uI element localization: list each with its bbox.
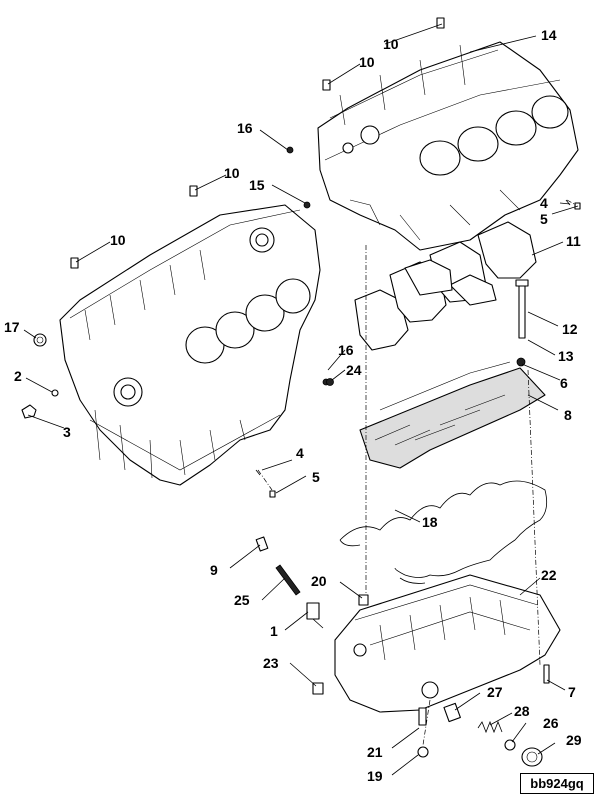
main-block-cylinder-bores bbox=[185, 278, 311, 364]
callout-25: 25 bbox=[234, 592, 250, 608]
leader-lines bbox=[23, 23, 579, 776]
callout-14: 14 bbox=[541, 27, 557, 43]
callout-22: 22 bbox=[541, 567, 557, 583]
callout-16-lower: 16 bbox=[338, 342, 354, 358]
callout-4-upper: 4 bbox=[540, 195, 548, 211]
callout-numbers: 10 10 14 16 10 15 4 5 10 11 17 12 16 13 … bbox=[4, 27, 582, 784]
main-cylinder-block bbox=[59, 204, 321, 486]
callout-29: 29 bbox=[566, 732, 582, 748]
oil-pan bbox=[334, 574, 561, 713]
callout-1: 1 bbox=[270, 623, 278, 639]
callout-27: 27 bbox=[487, 684, 503, 700]
main-bearing-caps bbox=[354, 221, 537, 351]
callout-5-lower: 5 bbox=[312, 469, 320, 485]
callout-12: 12 bbox=[562, 321, 578, 337]
oil-pan-gasket bbox=[339, 480, 548, 584]
callout-26: 26 bbox=[543, 715, 559, 731]
reference-code-box: bb924gq bbox=[520, 773, 594, 794]
callout-11: 11 bbox=[566, 233, 581, 249]
callout-13: 13 bbox=[558, 348, 574, 364]
alignment-lines bbox=[257, 199, 577, 746]
callout-10-top: 10 bbox=[383, 36, 399, 52]
callout-19: 19 bbox=[367, 768, 383, 784]
callout-6: 6 bbox=[560, 375, 568, 391]
oil-baffle bbox=[359, 361, 546, 469]
reference-code: bb924gq bbox=[530, 776, 584, 791]
callout-5-upper: 5 bbox=[540, 211, 548, 227]
callout-9: 9 bbox=[210, 562, 218, 578]
upper-block-cylinder-bores bbox=[419, 95, 569, 176]
callout-16-upper: 16 bbox=[237, 120, 253, 136]
callout-18: 18 bbox=[422, 514, 438, 530]
callout-20: 20 bbox=[311, 573, 327, 589]
callout-10-third: 10 bbox=[224, 165, 240, 181]
callout-24: 24 bbox=[346, 362, 362, 378]
small-hardware bbox=[21, 17, 581, 767]
callout-4-lower: 4 bbox=[296, 445, 304, 461]
callout-7: 7 bbox=[568, 684, 576, 700]
callout-8: 8 bbox=[564, 407, 572, 423]
callout-10-second: 10 bbox=[359, 54, 375, 70]
callout-28: 28 bbox=[514, 703, 530, 719]
callout-3: 3 bbox=[63, 424, 71, 440]
callout-10-fourth: 10 bbox=[110, 232, 126, 248]
callout-15: 15 bbox=[249, 177, 265, 193]
callout-23: 23 bbox=[263, 655, 279, 671]
callout-21: 21 bbox=[367, 744, 383, 760]
upper-cylinder-block bbox=[317, 41, 579, 251]
callout-2: 2 bbox=[14, 368, 22, 384]
callout-17: 17 bbox=[4, 319, 20, 335]
